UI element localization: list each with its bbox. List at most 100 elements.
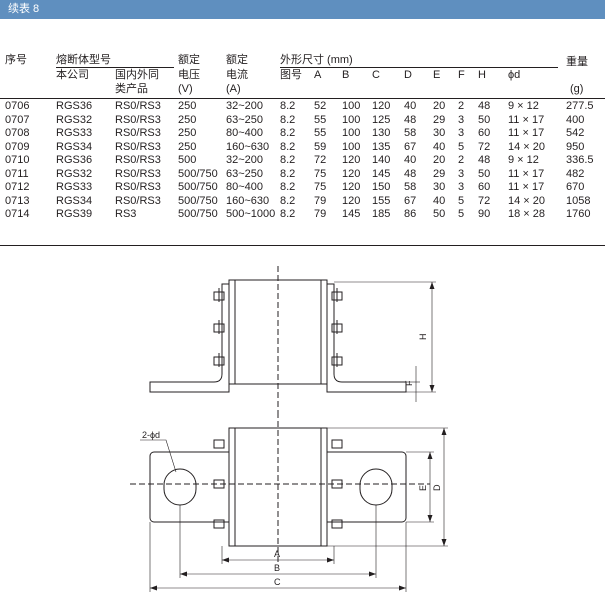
cell-phi-d: 11 × 17 <box>508 113 545 126</box>
cell-A: 79 <box>314 208 327 220</box>
cell-E: 40 <box>433 140 446 153</box>
cell-voltage: 250 <box>178 113 197 126</box>
cell-domestic-model: RS3 <box>115 208 137 220</box>
header-dims-rule <box>280 67 558 68</box>
header-D: D <box>404 69 412 81</box>
cell-fig: 8.2 <box>280 127 296 139</box>
cell-fig: 8.2 <box>280 194 296 207</box>
header-model-rule <box>56 67 174 68</box>
cell-company-model: RGS36 <box>56 100 93 112</box>
header-domestic-2: 类产品 <box>115 83 148 95</box>
cell-weight: 670 <box>566 181 585 193</box>
cell-F: 3 <box>458 167 465 180</box>
cell-E: 29 <box>433 167 446 180</box>
cell-voltage: 500/750 <box>178 181 218 193</box>
cell-seq: 0707 <box>5 113 30 126</box>
cell-A: 79 <box>314 194 327 207</box>
dim-A-label: A <box>274 549 280 559</box>
cell-fig: 8.2 <box>280 167 296 180</box>
cell-D: 67 <box>404 194 417 207</box>
header-fig: 图号 <box>280 69 302 81</box>
cell-weight: 277.5 <box>566 100 594 112</box>
cell-B: 145 <box>342 208 361 220</box>
cell-C: 125 <box>372 113 391 126</box>
header-F: F <box>458 69 465 81</box>
cell-A: 75 <box>314 181 327 193</box>
cell-E: 29 <box>433 113 446 126</box>
cell-voltage: 250 <box>178 140 197 153</box>
cell-A: 55 <box>314 127 327 139</box>
cell-phi-d: 14 × 20 <box>508 140 546 153</box>
cell-H: 90 <box>478 208 491 220</box>
cell-C: 135 <box>372 140 391 153</box>
cell-E: 20 <box>433 100 446 112</box>
header-H: H <box>478 69 486 81</box>
cell-D: 40 <box>404 154 417 166</box>
table-bottom-rule <box>0 245 605 246</box>
cell-fig: 8.2 <box>280 140 296 153</box>
cell-H: 50 <box>478 113 491 126</box>
cell-F: 3 <box>458 181 465 193</box>
cell-voltage: 500/750 <box>178 167 218 180</box>
dim-F-label: F <box>404 380 414 386</box>
cell-phi-d: 11 × 17 <box>508 167 545 180</box>
cell-H: 48 <box>478 154 491 166</box>
cell-B: 100 <box>342 140 361 153</box>
cell-D: 86 <box>404 208 417 220</box>
cell-current: 63~250 <box>226 113 264 126</box>
cell-C: 145 <box>372 167 391 180</box>
cell-D: 58 <box>404 181 417 193</box>
header-seq: 序号 <box>5 54 27 66</box>
cell-F: 5 <box>458 194 465 207</box>
side-view <box>149 266 436 412</box>
header-voltage-unit: (V) <box>178 83 193 95</box>
header-voltage-1: 额定 <box>178 54 200 66</box>
cell-A: 52 <box>314 100 327 112</box>
fuse-outline-drawing: H F D E A B C 2-ϕd <box>130 266 448 592</box>
cell-phi-d: 11 × 17 <box>508 127 545 139</box>
header-C: C <box>372 69 380 81</box>
mount-hole-left <box>163 468 197 506</box>
cell-F: 5 <box>458 208 465 220</box>
header-domestic-1: 国内外同 <box>115 69 159 81</box>
cell-A: 75 <box>314 167 327 180</box>
cell-H: 60 <box>478 181 491 193</box>
cell-E: 40 <box>433 194 446 207</box>
cell-F: 3 <box>458 113 465 126</box>
header-current-unit: (A) <box>226 83 241 95</box>
dim-H-label: H <box>418 334 428 341</box>
cell-F: 2 <box>458 100 465 112</box>
header-current-1: 额定 <box>226 54 248 66</box>
cell-domestic-model: RS0/RS3 <box>115 113 161 126</box>
cell-domestic-model: RS0/RS3 <box>115 140 161 153</box>
cell-seq: 0713 <box>5 194 30 207</box>
header-model: 熔断体型号 <box>56 54 111 66</box>
header-voltage-2: 电压 <box>178 69 200 81</box>
cell-company-model: RGS34 <box>56 194 93 207</box>
cell-phi-d: 14 × 20 <box>508 194 546 207</box>
cell-weight: 400 <box>566 113 585 126</box>
cell-voltage: 250 <box>178 127 197 139</box>
cell-B: 100 <box>342 113 361 126</box>
header-E: E <box>433 69 441 81</box>
cell-D: 48 <box>404 113 417 126</box>
cell-company-model: RGS32 <box>56 113 93 126</box>
cell-E: 30 <box>433 127 446 139</box>
cell-C: 130 <box>372 127 391 139</box>
cell-company-model: RGS36 <box>56 154 93 166</box>
cell-company-model: RGS32 <box>56 167 93 180</box>
section-banner: 续表 8 <box>0 0 605 19</box>
header-weight: 重量 <box>566 56 588 68</box>
cell-seq: 0714 <box>5 208 30 220</box>
cell-A: 55 <box>314 113 327 126</box>
cell-voltage: 500 <box>178 154 197 166</box>
cell-H: 72 <box>478 194 491 207</box>
header-weight-unit: (g) <box>570 83 584 95</box>
